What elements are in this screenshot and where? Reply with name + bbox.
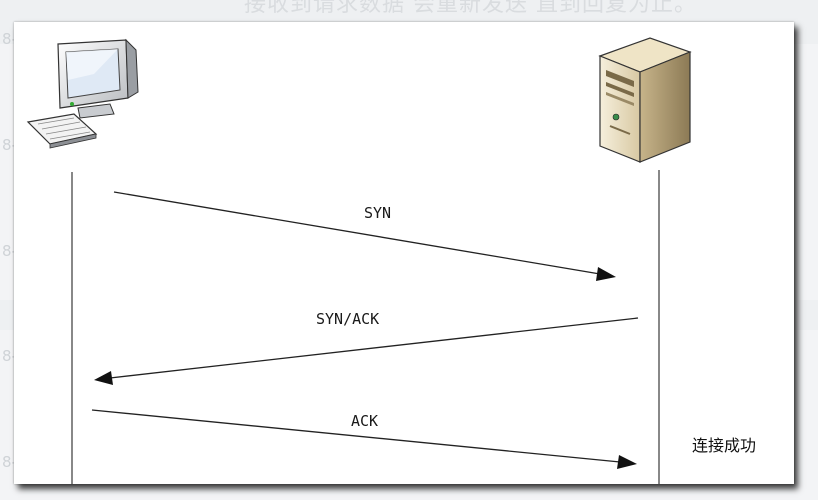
background-line-marker: 8- xyxy=(2,136,17,154)
background-line-marker: 8- xyxy=(2,453,17,471)
syn-arrow xyxy=(113,191,616,281)
handshake-figure: SYN SYN/ACK ACK xyxy=(14,22,794,484)
background-line-marker: 8- xyxy=(2,30,17,48)
syn-label: SYN xyxy=(364,204,391,222)
background-line-marker: 8- xyxy=(2,242,17,260)
syn-ack-arrow xyxy=(94,317,639,385)
connection-status-label: 连接成功 xyxy=(692,436,757,455)
desktop-computer-icon xyxy=(26,38,139,149)
ack-arrow xyxy=(91,409,637,469)
syn-ack-label: SYN/ACK xyxy=(316,310,379,328)
background-line-marker: 8- xyxy=(2,347,17,365)
tower-server-icon xyxy=(598,37,692,163)
sequence-diagram: SYN SYN/ACK ACK xyxy=(26,37,692,484)
ack-label: ACK xyxy=(351,412,378,430)
background-heading: 接收到请求数据 会重新发送 直到回复为止。 xyxy=(244,0,697,17)
